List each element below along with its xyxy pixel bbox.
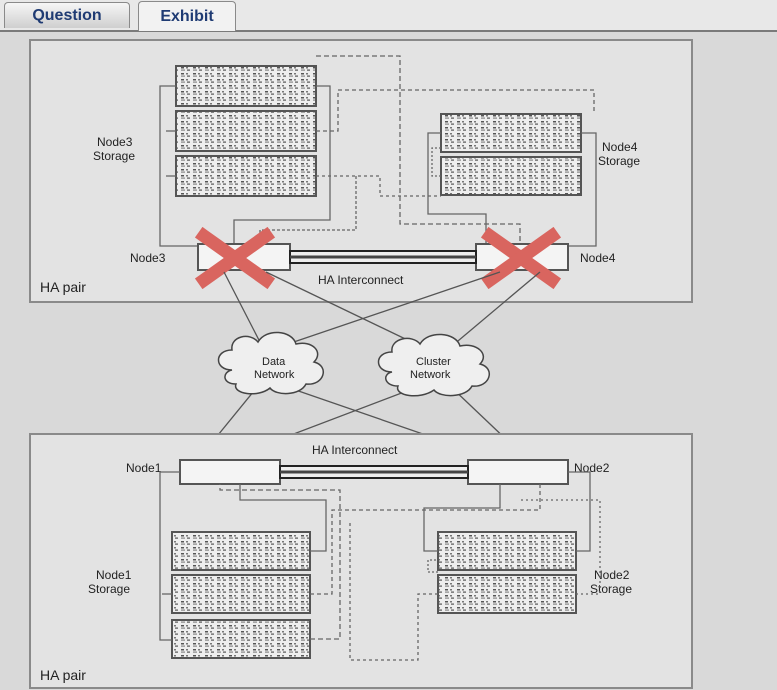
node4-shelf-2 (440, 156, 582, 196)
top-ha-pair-label: HA pair (40, 279, 86, 295)
node1-label: Node1 (126, 461, 162, 475)
bottom-ha-interconnect-label: HA Interconnect (312, 443, 398, 457)
cluster-network-label-1: Cluster (416, 356, 451, 368)
node1-storage-label-1: Node1 (96, 568, 132, 582)
node1-storage-label-2: Storage (88, 582, 130, 596)
node4-label: Node4 (580, 251, 616, 265)
cluster-network-label-2: Network (410, 369, 451, 381)
node2-label: Node2 (574, 461, 610, 475)
tab-exhibit[interactable]: Exhibit (138, 1, 236, 31)
data-network-cloud: Data Network (217, 331, 324, 395)
node1-controller (179, 459, 281, 485)
node4-storage-label-2: Storage (598, 154, 640, 168)
node3-storage-stack (175, 65, 317, 197)
bottom-ha-pair: HA pair Node1 Node2 HA Interconnect Node… (29, 433, 693, 689)
top-ha-interconnect (289, 250, 477, 264)
node3-shelf-3 (175, 155, 317, 197)
node3-storage-label-2: Storage (93, 149, 135, 163)
node3-label: Node3 (130, 251, 166, 265)
tab-question[interactable]: Question (4, 2, 130, 28)
data-network-label-1: Data (262, 356, 286, 368)
node2-storage-label-1: Node2 (594, 568, 630, 582)
node2-storage-stack (437, 531, 577, 614)
top-ha-pair: HA pair Node3 Storage Node4 Storage (29, 39, 693, 303)
node3-failure-icon (194, 226, 276, 290)
node1-storage-stack (171, 531, 311, 659)
ha-pair-diagram: HA pair Node3 Storage Node4 Storage (29, 39, 693, 689)
node4-storage-label-1: Node4 (602, 140, 638, 154)
top-ha-interconnect-label: HA Interconnect (318, 273, 404, 287)
bottom-ha-pair-label: HA pair (40, 667, 86, 683)
node1-shelf-2 (171, 574, 311, 614)
bottom-storage-cabling (159, 471, 601, 661)
node4-storage-stack (440, 113, 582, 196)
tab-bar: Question Exhibit (0, 0, 777, 32)
node3-shelf-1 (175, 65, 317, 107)
node1-shelf-1 (171, 531, 311, 571)
node3-storage-label-1: Node3 (97, 135, 133, 149)
cluster-network-cloud: Cluster Network (377, 333, 490, 397)
exhibit-canvas: HA pair Node3 Storage Node4 Storage (0, 32, 777, 690)
node2-controller (467, 459, 569, 485)
node1-shelf-3 (171, 619, 311, 659)
node2-shelf-1 (437, 531, 577, 571)
node4-shelf-1 (440, 113, 582, 153)
node2-shelf-2 (437, 574, 577, 614)
data-network-label-2: Network (254, 369, 295, 381)
node3-shelf-2 (175, 110, 317, 152)
node4-failure-icon (480, 226, 562, 290)
bottom-ha-interconnect (279, 465, 469, 479)
